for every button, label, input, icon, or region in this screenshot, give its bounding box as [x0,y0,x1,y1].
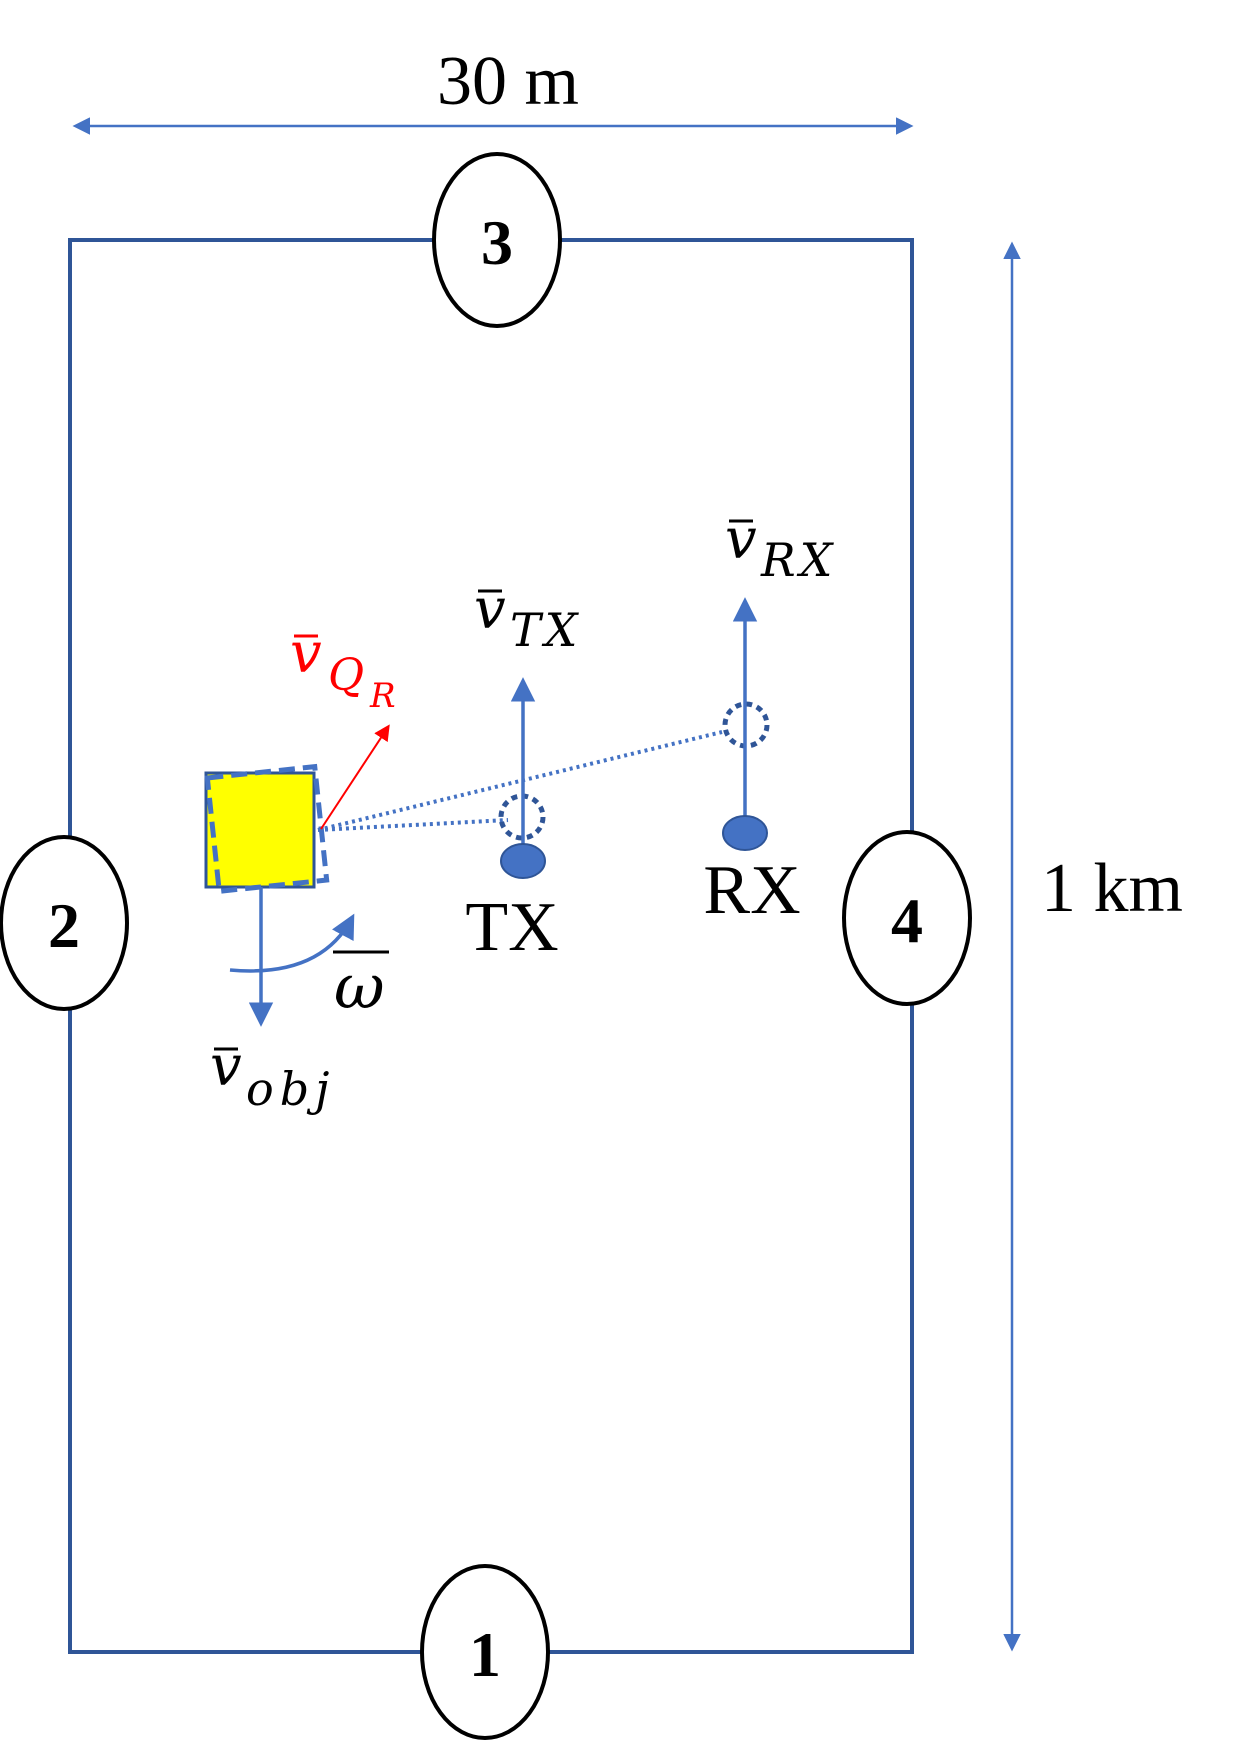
port-2: 2 [0,835,129,1011]
width-dimension: 30 m [72,43,914,135]
tx-label: TX [465,889,558,966]
v-qr-subsubscript: R [369,676,396,716]
tx-node [500,843,546,879]
v-qr-label: v Q R [290,621,396,716]
v-obj-symbol: v [210,1034,242,1099]
v-rx-label: v RX [725,507,836,587]
v-rx-subscript: RX [760,533,836,587]
v-obj-subscript: obj [246,1062,335,1116]
angular-velocity-arc [229,913,355,973]
port-4: 4 [842,830,972,1006]
port-1-label: 1 [469,1619,501,1690]
v-qr-symbol: v [290,621,322,686]
port-4-label: 4 [891,885,923,956]
v-tx-label: v TX [474,577,581,657]
v-tx-subscript: TX [510,603,581,657]
tx-future-position [498,793,546,841]
v-tx-symbol: v [474,577,506,642]
omega-label: ω [333,950,389,1023]
length-dimension: 1 km [1003,241,1183,1652]
object-square [204,771,316,889]
reflection-velocity-arrow [320,724,390,830]
port-2-label: 2 [48,890,80,961]
rx-future-position [722,701,770,749]
port-3-label: 3 [481,207,513,278]
port-3: 3 [432,152,562,328]
omega-symbol: ω [334,950,385,1023]
rx-node [722,815,768,851]
v-rx-symbol: v [725,507,757,572]
object-rotated-outline [204,763,330,895]
width-label: 30 m [437,43,579,120]
length-label: 1 km [1041,850,1183,927]
v-obj-label: v obj [210,1034,335,1116]
rx-label: RX [703,852,800,929]
port-1: 1 [420,1564,550,1740]
path-object-to-rx [317,730,723,832]
v-qr-subscript: Q [328,650,364,701]
